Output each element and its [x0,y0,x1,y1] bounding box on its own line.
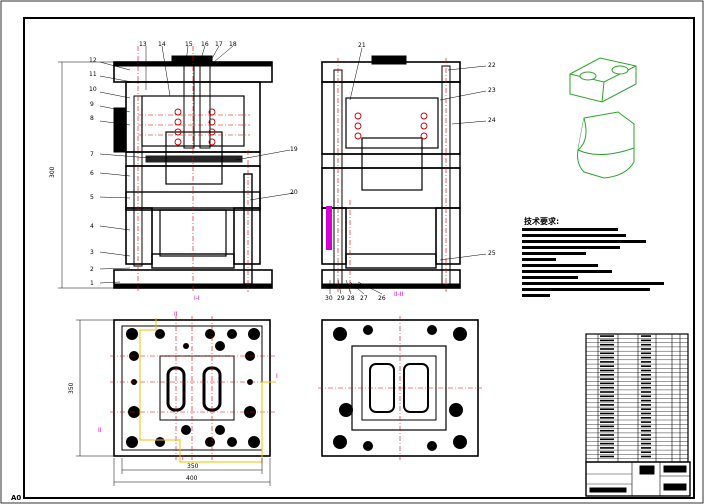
parts-list-rows [586,338,688,459]
front-side-block [113,107,127,153]
side-spacer-right [435,207,461,265]
front-sprue-bushing [183,57,195,149]
callout-27: 27 [360,295,368,302]
callout-9: 9 [90,101,94,108]
core-plate-centerlines [318,316,482,460]
plan-width-inner-label: 350 [187,463,199,470]
front-section-label: I-I [194,295,200,302]
callout-30: 30 [325,295,333,302]
front-spacer-left [125,207,153,265]
callout-29: 29 [337,295,345,302]
front-parting-hatch [145,155,243,163]
callout-19: 19 [290,146,298,153]
callout-16: 16 [201,41,209,48]
front-leader-lines [99,45,295,284]
side-centerlines [337,58,447,292]
plan-marker-i-bottom: I [182,455,184,462]
callout-26: 26 [378,295,386,302]
side-section-view [321,55,461,289]
sheet-number: A0 [11,494,21,502]
side-cavity-block [345,97,439,149]
plan-marker-ii-top: II [174,311,178,318]
front-dimension-height [58,61,114,289]
tech-req-text-lines [522,228,664,297]
core-plate-holes [333,325,467,451]
tech-req-heading: 技术要求: [524,216,559,226]
callout-14: 14 [158,41,166,48]
side-part-numbers-right: 22 23 24 25 [488,62,496,257]
callout-20: 20 [290,189,298,196]
plan-section-markers: II II I I [98,311,278,462]
callout-3: 3 [90,249,94,256]
part-render-bottom [577,111,635,179]
callout-21: 21 [358,42,366,49]
side-part-numbers-bottom: 30 29 28 27 26 [325,295,386,302]
callout-25: 25 [488,250,496,257]
plan-marker-ii-left: II [98,427,102,434]
side-top-boss [371,55,407,65]
callout-12: 12 [89,57,97,64]
callout-10: 10 [89,86,97,93]
callout-11: 11 [89,71,97,78]
side-a-plate [321,81,461,155]
callout-28: 28 [347,295,355,302]
side-parting-band [321,153,461,169]
front-centerlines [137,46,250,292]
side-leader-lines [329,47,487,295]
plan-width-outer-label: 400 [186,475,198,482]
front-sprue-bushing-2 [199,57,211,149]
plan-marker-i-right: I [276,373,278,380]
front-height-dim-label: 300 [49,166,56,178]
front-locating-ring [171,55,213,67]
callout-4: 4 [90,223,94,230]
callout-24: 24 [488,117,496,124]
side-ejector-plate [345,253,437,269]
title-block [585,461,691,497]
sheet-inner-frame [23,17,695,499]
plan-centerlines [110,316,276,460]
callout-6: 6 [90,170,94,177]
front-part-numbers-top: 13 14 15 16 17 18 [139,41,237,48]
side-b-plate [321,167,461,209]
side-core-block [361,137,423,191]
callout-1: 1 [90,280,94,287]
parts-list-cell-marks [600,335,651,458]
callout-2: 2 [90,266,94,273]
side-cooling-channels [354,112,428,140]
part-render-top [569,57,637,103]
callout-15: 15 [185,41,193,48]
plan-bolt-holes [126,328,260,448]
callout-13: 13 [139,41,147,48]
callout-22: 22 [488,62,496,69]
front-cooling-channels [174,108,216,146]
plan-section-line [139,318,276,463]
callout-8: 8 [90,115,94,122]
front-spacer-right [233,207,261,265]
front-part-numbers-right: 19 20 [290,146,298,196]
side-bottom-stripe [321,283,461,289]
callout-5: 5 [90,194,94,201]
callout-23: 23 [488,87,496,94]
callout-18: 18 [229,41,237,48]
callout-7: 7 [90,151,94,158]
side-section-label: II-II [394,291,403,298]
callout-17: 17 [215,41,223,48]
side-section-cut [326,206,332,250]
side-top-clamp-plate [321,61,461,83]
plan-dimension-lines [76,319,271,486]
front-part-numbers-left: 12 11 10 9 8 7 6 5 4 3 2 1 [89,57,97,287]
plan-height-dim-label: 350 [68,382,75,394]
